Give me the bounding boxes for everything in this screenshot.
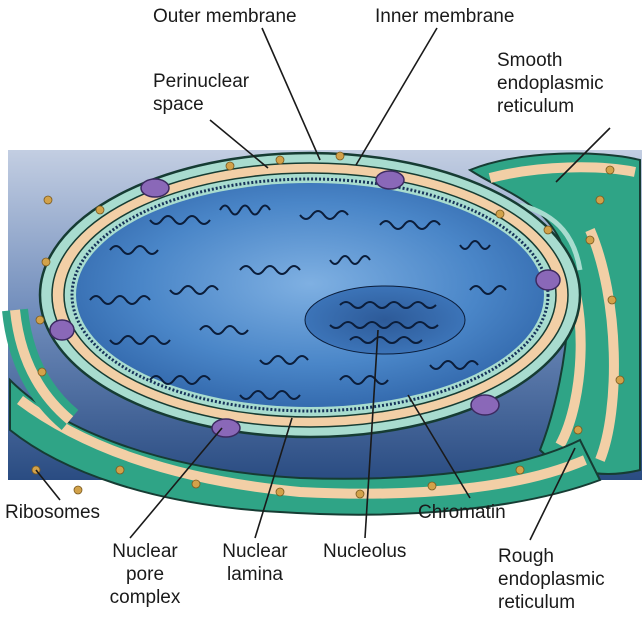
label-ribosomes: Ribosomes xyxy=(5,502,101,523)
label-perinuclear-line1: Perinuclear xyxy=(153,71,250,92)
nuclear-lamina-shape xyxy=(70,177,550,413)
nucleolus-shape xyxy=(304,285,466,355)
label-inner-membrane: Inner membrane xyxy=(375,6,515,27)
label-rough-er-line3: reticulum xyxy=(498,592,576,613)
label-chromatin: Chromatin xyxy=(418,502,506,523)
rough-er-bottom xyxy=(2,308,602,516)
label-rough-er-line2: endoplasmic xyxy=(498,569,605,590)
label-nuclear-lamina: Nuclear lamina xyxy=(210,540,300,586)
label-nuclear-pore-complex: Nuclear pore complex xyxy=(97,540,193,609)
label-nucleolus: Nucleolus xyxy=(323,541,407,562)
label-outer-membrane: Outer membrane xyxy=(153,6,297,27)
label-lamina-line2: lamina xyxy=(227,564,283,585)
chromatin-strands xyxy=(89,204,507,400)
label-smooth-er-line3: reticulum xyxy=(497,96,575,117)
label-npc-line3: complex xyxy=(109,587,181,608)
label-rough-er-line1: Rough xyxy=(498,546,554,567)
label-npc-line2: pore xyxy=(125,564,165,585)
leader-lines xyxy=(35,27,611,541)
label-perinuclear-line2: space xyxy=(153,94,204,115)
nuclear-pores xyxy=(49,170,561,438)
label-smooth-er-line1: Smooth xyxy=(497,50,563,71)
ribosome-dots xyxy=(31,151,625,499)
label-smooth-er-line2: endoplasmic xyxy=(497,73,604,94)
label-rough-er: Rough endoplasmic reticulum xyxy=(498,545,605,614)
label-lamina-line1: Nuclear xyxy=(222,541,288,562)
nucleoplasm-shape xyxy=(76,183,544,407)
label-perinuclear-space: Perinuclear space xyxy=(153,70,249,116)
label-npc-line1: Nuclear xyxy=(112,541,178,562)
label-smooth-er: Smooth endoplasmic reticulum xyxy=(497,49,604,118)
